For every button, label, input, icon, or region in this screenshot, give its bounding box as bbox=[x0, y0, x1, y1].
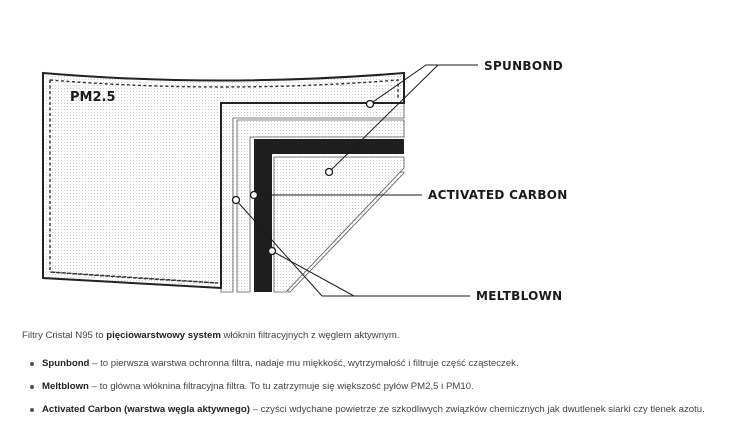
meltblown-marker-outer bbox=[231, 195, 241, 205]
bullet-icon bbox=[30, 408, 34, 412]
layer-meltblown bbox=[273, 156, 405, 293]
spunbond-leader-1 bbox=[369, 64, 478, 105]
activated-carbon-marker bbox=[249, 190, 259, 200]
activated-carbon-label: ACTIVATED CARBON bbox=[428, 188, 568, 202]
term-activated-carbon: Activated Carbon (warstwa węgla aktywneg… bbox=[42, 404, 250, 415]
spunbond-marker-inner bbox=[324, 167, 334, 177]
bullet-icon bbox=[30, 362, 34, 366]
intro-prefix: Filtry Cristal N95 to bbox=[22, 330, 107, 341]
intro-paragraph: Filtry Cristal N95 to pięciowarstwowy sy… bbox=[22, 329, 732, 343]
list-item-activated-carbon: Activated Carbon (warstwa węgla aktywneg… bbox=[22, 403, 732, 417]
desc-activated-carbon: – czyści wdychane powietrze ze szkodliwy… bbox=[249, 404, 705, 415]
layer-list: Spunbond – to pierwsza warstwa ochronna … bbox=[22, 357, 732, 417]
filter-seam bbox=[49, 79, 399, 284]
desc-spunbond: – to pierwsza warstwa ochronna filtra, n… bbox=[89, 358, 519, 369]
meltblown-leader-1 bbox=[235, 199, 470, 297]
meltblown-leader-2 bbox=[271, 250, 355, 297]
spunbond-marker-outer bbox=[365, 99, 375, 109]
desc-meltblown: – to główna włóknina filtracyjna filtra.… bbox=[88, 381, 474, 392]
intro-suffix: włóknin filtracyjnych z węglem aktywnym. bbox=[220, 330, 400, 341]
filter-label: PM2.5 bbox=[70, 90, 116, 105]
list-item-meltblown: Meltblown – to główna włóknina filtracyj… bbox=[22, 380, 732, 394]
spunbond-leader-2 bbox=[328, 64, 439, 173]
layer-inner-filter bbox=[236, 119, 405, 293]
description: Filtry Cristal N95 to pięciowarstwowy sy… bbox=[22, 329, 732, 426]
meltblown-marker-inner bbox=[267, 246, 277, 256]
bullet-icon bbox=[30, 385, 34, 389]
intro-bold: pięciowarstwowy system bbox=[106, 330, 221, 341]
spunbond-label: SPUNBOND bbox=[484, 59, 563, 73]
term-meltblown: Meltblown bbox=[42, 381, 89, 392]
list-item-spunbond: Spunbond – to pierwsza warstwa ochronna … bbox=[22, 357, 732, 371]
layer-activated-carbon bbox=[254, 139, 404, 292]
meltblown-label: MELTBLOWN bbox=[476, 289, 563, 303]
filter-layers-diagram: PM2.5 SPUNBOND ACTIVATED CARBON MELTBLOW… bbox=[42, 59, 568, 303]
filter-pad bbox=[42, 71, 405, 290]
term-spunbond: Spunbond bbox=[42, 358, 90, 369]
